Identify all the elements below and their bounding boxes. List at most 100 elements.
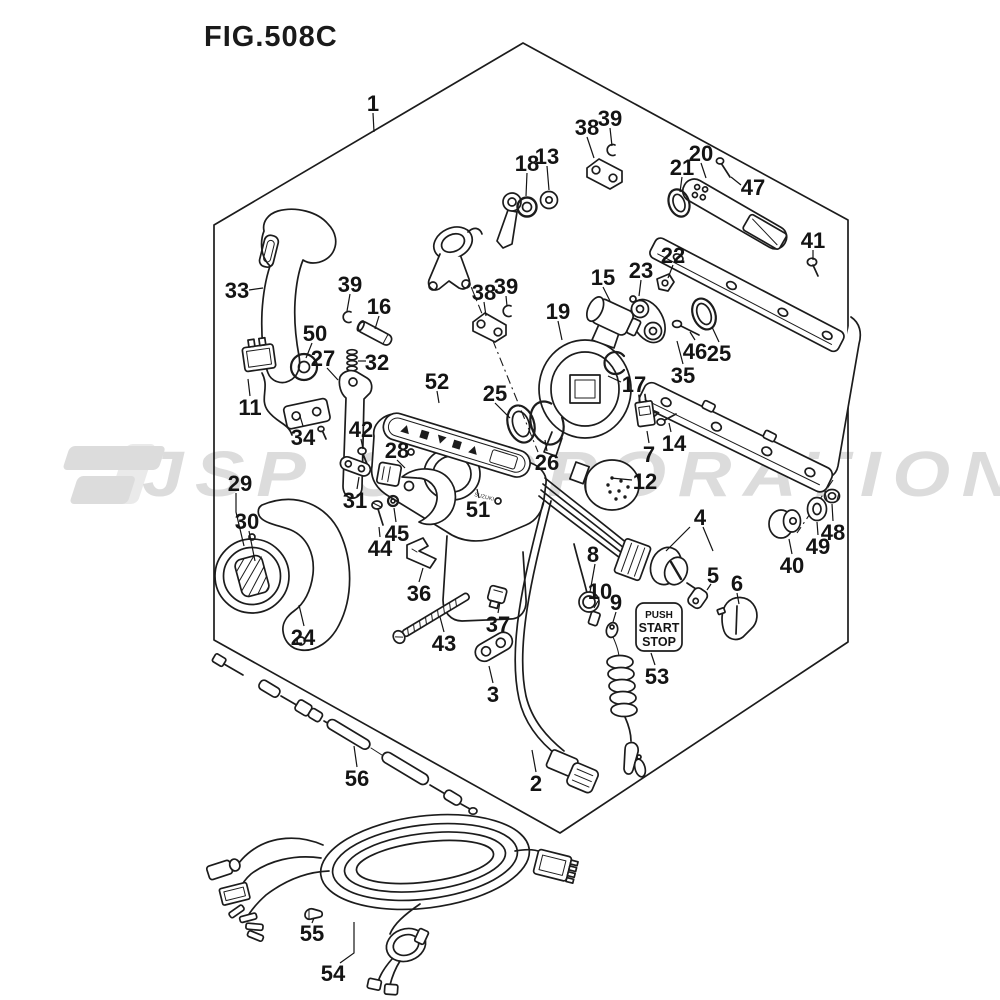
leader-line-43: [439, 616, 445, 633]
part-label-31: 31: [343, 488, 367, 513]
part-label-5: 5: [707, 563, 719, 588]
part-32-spring: [346, 348, 358, 372]
part-37-holder: [486, 584, 508, 610]
part-label-42: 42: [349, 417, 373, 442]
part-label-34: 34: [291, 425, 316, 450]
part-label-38: 38: [575, 115, 599, 140]
leader-line-3: [488, 665, 494, 684]
part-3-plate: [474, 631, 514, 663]
leader-line-48: [831, 503, 834, 522]
leader-line-24: [298, 604, 305, 627]
part-39-clip-left: [342, 310, 352, 324]
part-39-clip-top: [606, 143, 616, 157]
part-label-40: 40: [780, 553, 804, 578]
leader-line-26: [544, 439, 548, 452]
leader-line-37: [497, 601, 501, 614]
leader-line-27: [326, 367, 339, 381]
leader-line-54: [339, 922, 355, 964]
part-label-33: 33: [225, 278, 249, 303]
figure-title: FIG.508C: [204, 21, 338, 53]
part-43-screw: [392, 592, 470, 645]
part-label-21: 21: [670, 155, 694, 180]
part-label-32: 32: [365, 350, 389, 375]
leader-line-30: [248, 530, 256, 562]
stop-text: STOP: [642, 635, 676, 649]
part-9-lock-plate: [605, 621, 620, 659]
part-label-14: 14: [662, 431, 687, 456]
part-20-arm: [681, 178, 788, 250]
part-48-nut: [823, 488, 841, 504]
leader-line-25: [494, 402, 511, 419]
part-50-washer: [289, 352, 319, 382]
part-label-56: 56: [345, 766, 369, 791]
part-54-harness: [205, 813, 579, 996]
part-42-bolt: [357, 446, 368, 465]
part-6-key-cover: [716, 596, 758, 641]
part-label-39: 39: [338, 272, 362, 297]
part-21-seal: [667, 188, 691, 218]
part-label-17: 17: [622, 372, 646, 397]
part-label-30: 30: [235, 509, 259, 534]
part-47-screw: [715, 157, 731, 178]
part-16-pin: [356, 320, 393, 346]
part-label-3: 3: [487, 682, 499, 707]
part-44-screw: [371, 500, 384, 526]
part-18-key-lever: [496, 192, 538, 249]
part-31-plate: [339, 455, 372, 477]
leader-line-34: [299, 415, 304, 427]
part-label-24: 24: [291, 625, 316, 650]
part-22-lever: [656, 273, 675, 292]
part-label-35: 35: [671, 363, 695, 388]
leader-line-53: [650, 652, 656, 666]
part-19-drum: [538, 339, 632, 457]
leader-line-31: [356, 476, 360, 490]
part-38-bracket-mid: [472, 312, 507, 343]
part-label-1: 1: [367, 91, 379, 116]
part-2-cable: [514, 500, 599, 794]
part-46-bolt: [671, 319, 700, 336]
start-text: START: [639, 621, 680, 635]
part-12-buzzer: [568, 459, 640, 511]
leader-line-44: [378, 526, 381, 538]
part-14-screw: [656, 413, 677, 427]
leader-line-42: [360, 438, 364, 450]
leader-line-39: [609, 127, 613, 147]
leader-line-33: [248, 287, 264, 291]
leader-line-40: [788, 538, 793, 555]
part-13-washer: [539, 190, 559, 210]
part-label-19: 19: [546, 299, 570, 324]
part-25-oring-front: [506, 404, 536, 444]
part-label-20: 20: [689, 141, 713, 166]
leader-line-4: [665, 526, 691, 552]
part-label-48: 48: [821, 520, 845, 545]
leader-line-23: [638, 279, 642, 297]
part-52-panel: [382, 412, 531, 478]
part-label-23: 23: [629, 258, 653, 283]
part-36-bracket: [406, 537, 437, 569]
part-label-11: 11: [238, 395, 261, 420]
part-45-washer: [386, 494, 400, 508]
leader-line-45: [393, 507, 397, 523]
jsp-logo: [63, 444, 165, 504]
leader-line-51: [476, 488, 480, 499]
leader-line-50: [305, 342, 313, 359]
tilt-bracket: [427, 226, 483, 291]
leader-line-15: [602, 286, 611, 302]
part-17-c-ring: [603, 350, 626, 376]
leader-line-2: [531, 749, 537, 773]
push-text: PUSH: [645, 610, 673, 621]
part-7-switch: [634, 393, 660, 428]
part-label-6: 6: [731, 571, 743, 596]
leader-line-21: [679, 176, 683, 193]
part-35-mount-plate: [638, 237, 862, 493]
leader-line-38: [483, 301, 487, 317]
part-label-38: 38: [472, 280, 496, 305]
leader-line-39: [346, 293, 351, 312]
part-label-55: 55: [300, 921, 324, 946]
part-5-key: [686, 582, 709, 610]
leader-line-39: [505, 295, 508, 307]
part-label-28: 28: [385, 438, 409, 463]
